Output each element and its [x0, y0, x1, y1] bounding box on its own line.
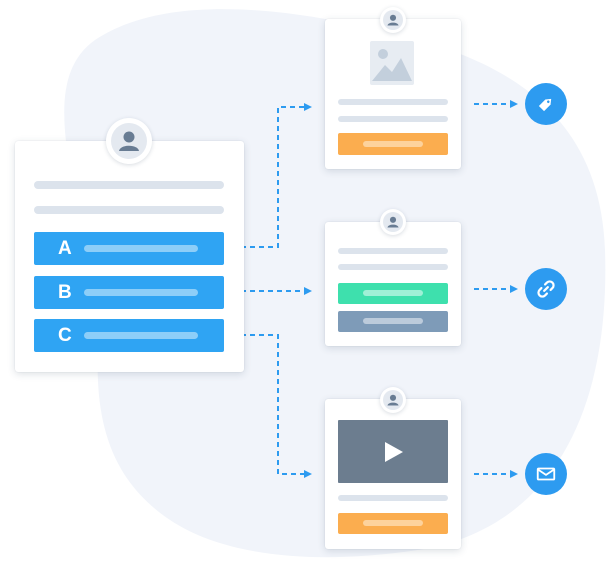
option-c-label: C	[58, 325, 72, 346]
user-icon	[119, 131, 139, 151]
avatar	[380, 7, 406, 33]
option-c-text-line	[84, 332, 198, 339]
text-line	[338, 248, 448, 254]
slate-button[interactable]	[338, 311, 448, 332]
option-a-label: A	[58, 238, 72, 259]
text-line	[338, 99, 448, 105]
link-icon[interactable]	[525, 268, 567, 310]
avatar	[380, 387, 406, 413]
avatar	[380, 209, 406, 235]
text-line	[338, 264, 448, 270]
user-icon	[387, 216, 399, 228]
option-c-button[interactable]: C	[34, 319, 224, 352]
play-icon[interactable]	[385, 442, 403, 462]
user-icon	[387, 14, 399, 26]
green-button[interactable]	[338, 283, 448, 304]
text-line	[338, 116, 448, 122]
option-a-text-line	[84, 245, 198, 252]
option-b-button[interactable]: B	[34, 276, 224, 309]
option-b-text-line	[84, 289, 198, 296]
connector-a	[232, 103, 312, 248]
option-b-label: B	[58, 282, 72, 303]
option-a-button[interactable]: A	[34, 232, 224, 265]
user-icon	[387, 394, 399, 406]
video-player[interactable]	[338, 420, 448, 483]
envelope-icon[interactable]	[525, 453, 567, 495]
connector-c	[232, 334, 312, 478]
text-line	[338, 495, 448, 501]
buttons-card	[325, 222, 461, 346]
orange-button[interactable]	[338, 513, 448, 534]
text-line	[34, 206, 224, 214]
tag-icon[interactable]	[525, 83, 567, 125]
avatar	[106, 118, 152, 164]
image-card	[325, 19, 461, 169]
image-placeholder-icon	[370, 41, 414, 85]
orange-button[interactable]	[338, 133, 448, 155]
text-line	[34, 181, 224, 189]
video-card	[325, 399, 461, 549]
